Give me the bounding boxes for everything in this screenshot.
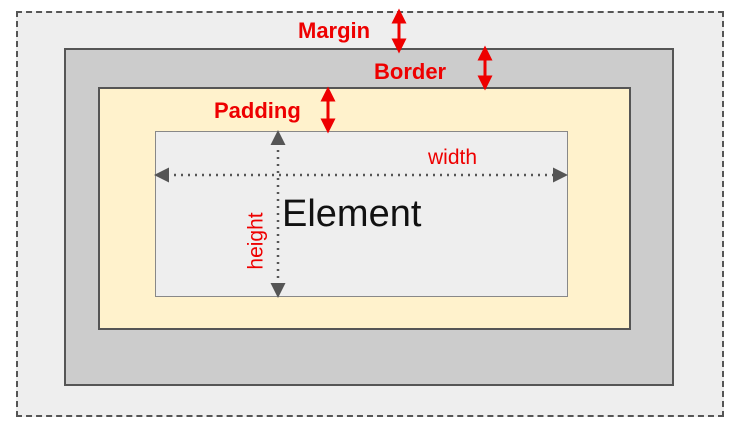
height-label: height bbox=[244, 212, 268, 270]
content-area bbox=[155, 131, 568, 297]
padding-label: Padding bbox=[214, 98, 301, 123]
margin-label: Margin bbox=[298, 18, 371, 43]
element-label: Element bbox=[282, 193, 422, 235]
border-label: Border bbox=[374, 59, 447, 84]
width-label: width bbox=[428, 146, 478, 169]
